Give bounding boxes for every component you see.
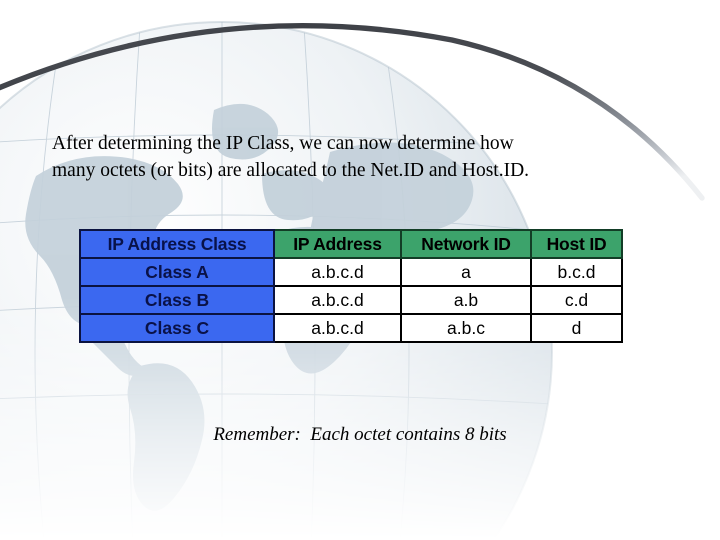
cell-class-name: Class A [79,257,275,287]
table-row: Class B a.b.c.d a.b c.d [79,285,623,315]
cell-network-id: a.b.c [400,313,532,343]
cell-host-id: c.d [530,285,623,315]
ip-class-table: IP Address Class IP Address Network ID H… [79,229,623,343]
column-header-ip-address: IP Address [273,229,402,259]
cell-class-name: Class C [79,313,275,343]
cell-class-name: Class B [79,285,275,315]
cell-host-id: d [530,313,623,343]
cell-ip-address: a.b.c.d [273,257,402,287]
remember-note: Remember: Each octet contains 8 bits [213,424,507,445]
cell-ip-address: a.b.c.d [273,313,402,343]
slide-body-text: After determining the IP Class, we can n… [52,133,530,181]
table-row: Class A a.b.c.d a b.c.d [79,257,623,287]
table-row: Class C a.b.c.d a.b.c d [79,313,623,343]
cell-network-id: a.b [400,285,532,315]
cell-network-id: a [400,257,532,287]
cell-host-id: b.c.d [530,257,623,287]
cell-ip-address: a.b.c.d [273,285,402,315]
table-header-row: IP Address Class IP Address Network ID H… [79,229,623,259]
column-header-ip-address-class: IP Address Class [79,229,275,259]
column-header-host-id: Host ID [530,229,623,259]
column-header-network-id: Network ID [400,229,532,259]
